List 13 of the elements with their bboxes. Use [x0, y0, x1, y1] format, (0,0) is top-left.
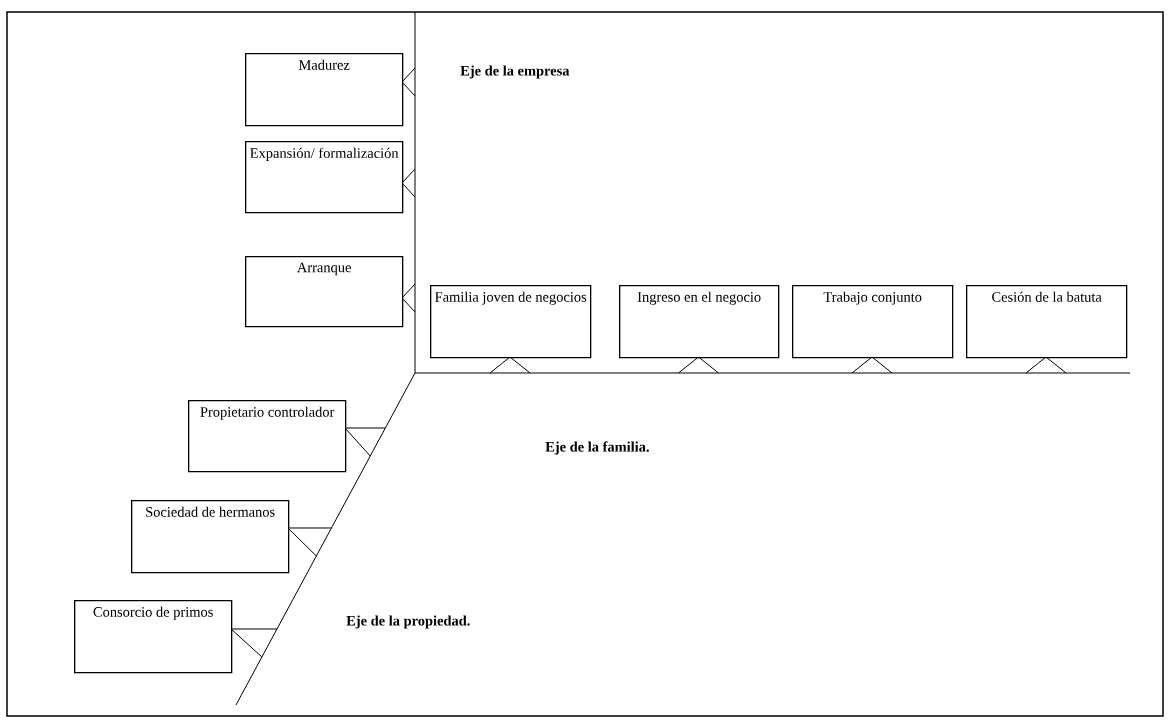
axis-title: Eje de la propiedad. [346, 615, 470, 629]
stage-box: Expansión/ formalización [245, 141, 404, 214]
stage-box: Trabajo conjunto [792, 285, 954, 359]
axis-title: Eje de la familia. [545, 441, 649, 455]
axis-title: Eje de la empresa [460, 65, 570, 79]
stage-box: Cesión de la batuta [966, 285, 1128, 359]
stage-box: Madurez [245, 53, 404, 127]
stage-box: Propietario controlador [188, 400, 347, 473]
stage-box: Arranque [245, 256, 404, 328]
stage-box: Familia joven de negocios [430, 285, 592, 359]
stage-box: Sociedad de hermanos [131, 500, 290, 574]
stage-box: Consorcio de primos [74, 600, 233, 674]
stage-box: Ingreso en el negocio [619, 285, 780, 359]
